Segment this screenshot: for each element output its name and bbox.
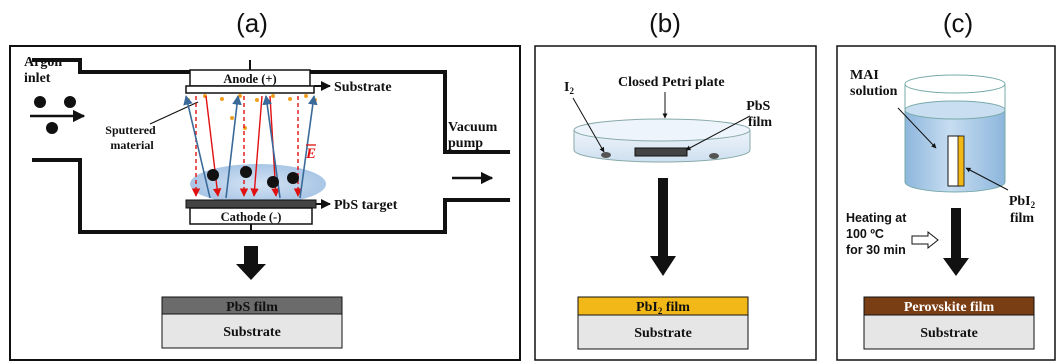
panel-c-title: (c): [943, 8, 973, 38]
substrate-label-c: Substrate: [920, 326, 978, 341]
chamber-bottom-wall: [32, 158, 510, 234]
efield-label: E: [305, 146, 316, 162]
substrate-layer-c: [863, 314, 1035, 350]
panel-a-title: (a): [236, 8, 268, 38]
heating-label: Heating at 100 ºC for 30 min: [846, 211, 910, 257]
substrate-label-b: Substrate: [634, 326, 692, 341]
petri-dish-lid: [573, 118, 751, 142]
pbs-film-b-label: PbS film: [746, 99, 774, 130]
vacuum-pump-label: Vacuum pump: [448, 120, 501, 151]
process-arrow-c-head: [943, 258, 969, 276]
anode-label: Anode (+): [223, 72, 276, 86]
substrate-label-a: Substrate: [223, 325, 281, 340]
pbi2-film-in-beaker: [957, 135, 965, 187]
target-label: PbS target: [334, 198, 398, 213]
pbi2-film-c-label: PbI2: [1009, 194, 1036, 210]
mai-solution-label: MAI solution: [850, 68, 898, 99]
iodine-pointer: [572, 97, 605, 153]
pbs-film-label: PbS film: [226, 300, 278, 315]
panel-a: (a) Argon inlet Anode (+) Substrate Sput…: [9, 8, 521, 361]
argon-ions: [207, 166, 299, 188]
iodine-label: I2: [564, 80, 574, 96]
gas-molecule: [64, 96, 76, 108]
heating-arrow-icon: [911, 230, 939, 250]
petri-label: Closed Petri plate: [618, 75, 725, 90]
substrate-in-chamber: [185, 85, 315, 94]
pbi2-film-c-label-word: film: [1010, 211, 1034, 226]
beaker-walls: [904, 84, 1006, 110]
pbi2-pointer: [965, 167, 1009, 191]
argon-inlet-label: Argon inlet: [24, 55, 66, 86]
panel-c: (c) MAI solution PbI2 film Heating at 10…: [836, 8, 1056, 361]
pbi2-film-label: PbI2 film: [636, 300, 690, 316]
sputtered-pointer: [149, 101, 199, 125]
process-arrow-a: [236, 246, 266, 280]
process-arrow-b-head: [650, 256, 676, 276]
substrate-label: Substrate: [334, 80, 392, 95]
perovskite-film-label: Perovskite film: [904, 300, 995, 315]
gas-molecule: [46, 122, 58, 134]
process-arrow-c-shaft: [951, 208, 961, 260]
panel-b: (b) I2 Closed Petri plate PbS film PbI2 …: [534, 8, 817, 361]
mai-pointer: [897, 107, 937, 149]
substrate-layer-a: [161, 313, 343, 349]
panel-b-title: (b): [649, 8, 681, 38]
gas-molecule: [34, 96, 46, 108]
pbs-target: [185, 199, 317, 209]
process-arrow-b-shaft: [658, 178, 668, 258]
cathode-label: Cathode (-): [221, 210, 282, 224]
pbs-sample: [634, 147, 688, 157]
electric-field-lines: [191, 96, 303, 197]
iodine-crystals: [601, 152, 719, 159]
sputtered-material-label: Sputtered material: [105, 123, 158, 152]
substrate-layer-b: [577, 314, 749, 350]
solution-surface: [904, 100, 1006, 120]
beaker-rim: [904, 74, 1006, 94]
pbs-pointer: [685, 115, 751, 151]
